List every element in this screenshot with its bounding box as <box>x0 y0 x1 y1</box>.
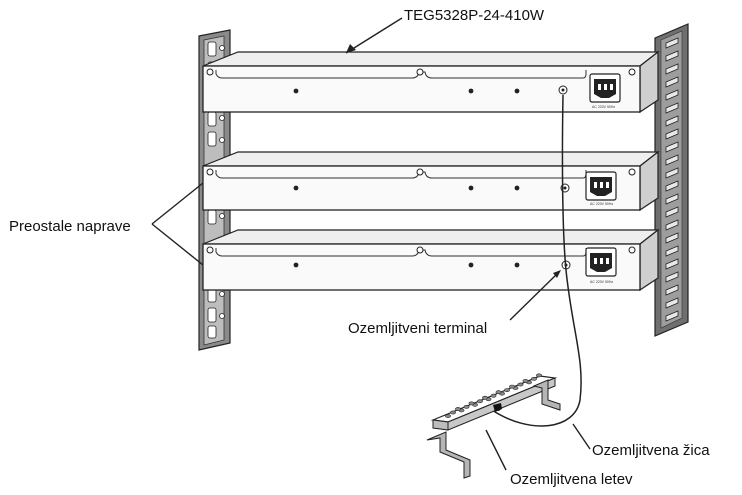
rail-slot <box>665 76 679 88</box>
rail-slot <box>665 258 679 270</box>
rail-slot <box>665 297 679 309</box>
bar-hole <box>531 376 537 381</box>
power-rating-label: AC 220V 50Hz <box>592 105 615 109</box>
leader-ground-wire <box>572 423 591 450</box>
switch-device-middle: AC 220V 50Hz <box>202 150 660 212</box>
power-rating-label: AC 220V 50Hz <box>590 202 613 206</box>
rail-slot <box>665 37 679 49</box>
leader-ground-terminal <box>509 271 560 321</box>
rail-slot <box>665 206 679 218</box>
bar-hole <box>509 384 515 389</box>
rail-slot <box>665 271 679 283</box>
bar-hole <box>517 382 524 387</box>
rail-slot <box>665 154 679 166</box>
rail-slot <box>665 245 679 257</box>
rail-slot <box>665 115 679 127</box>
bar-hole <box>504 388 510 393</box>
leader-lines <box>151 17 591 471</box>
bar-hole <box>455 407 461 411</box>
bar-hole <box>522 379 529 383</box>
rail-slot <box>665 167 679 179</box>
bar-hole <box>495 390 502 395</box>
rail-slot <box>665 89 679 101</box>
leader-ground-bar <box>485 429 507 471</box>
leader-other-devices <box>151 182 204 266</box>
rail-slot <box>665 219 679 231</box>
right-rack-rail <box>654 23 689 337</box>
power-rating-label: AC 220V 50Hz <box>590 280 613 284</box>
bar-hole <box>445 414 451 418</box>
rail-slot <box>665 310 679 322</box>
bar-hole <box>477 399 483 404</box>
other-devices-label: Preostale naprave <box>9 218 131 235</box>
bar-hole <box>450 410 456 415</box>
bar-hole <box>536 373 542 378</box>
grounding-bar <box>426 373 561 479</box>
switch-device-top: AC 220V 50Hz <box>202 50 660 114</box>
bar-hole <box>463 404 470 409</box>
model-label: TEG5328P-24-410W <box>404 7 545 24</box>
rail-slot <box>665 128 679 140</box>
grounding-wire-label: Ozemljitvena žica <box>592 442 710 459</box>
rail-slot <box>665 102 679 114</box>
grounding-bar-label: Ozemljitvena letev <box>510 471 633 488</box>
grounding-wire <box>491 94 582 427</box>
rail-slot <box>665 284 679 296</box>
rail-slot <box>665 141 679 153</box>
rail-slot <box>665 232 679 244</box>
rail-slot <box>665 193 679 205</box>
bar-hole <box>490 393 497 398</box>
rail-slot <box>665 180 679 192</box>
rail-slot <box>665 50 679 62</box>
bar-hole <box>482 395 488 400</box>
grounding-terminal-label: Ozemljitveni terminal <box>348 320 488 337</box>
switch-device-bottom: AC 220V 50Hz <box>202 228 660 292</box>
leader-model <box>345 17 403 54</box>
rail-slot <box>665 63 679 75</box>
bar-hole <box>468 401 475 406</box>
